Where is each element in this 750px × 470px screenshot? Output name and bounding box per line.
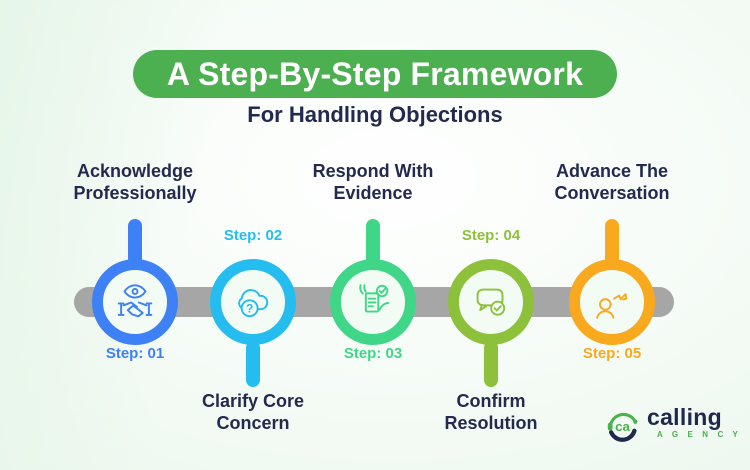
step-3-title: Respond With Evidence bbox=[312, 161, 434, 203]
step-4-title: Confirm Resolution bbox=[444, 391, 538, 433]
logo-name: calling bbox=[647, 404, 722, 430]
evidence-document-icon bbox=[359, 284, 390, 313]
step-2-title: Clarify Core Concern bbox=[201, 391, 305, 433]
step-1-title: Acknowledge Professionally bbox=[73, 161, 197, 203]
step-1-label: Step: 01 bbox=[105, 345, 165, 362]
step-2-label: Step: 02 bbox=[223, 227, 283, 244]
step-3-node bbox=[330, 259, 416, 345]
step-3-label: Step: 03 bbox=[343, 345, 403, 362]
step-5-title: Advance The Conversation bbox=[554, 161, 670, 203]
step-4-node bbox=[448, 259, 534, 345]
step-4-stem bbox=[484, 341, 498, 387]
calling-agency-logo: ca calling A G E N C Y bbox=[604, 406, 742, 446]
step-1-stem bbox=[128, 219, 142, 265]
logo-mark-icon: ca bbox=[607, 413, 638, 442]
page-title: A Step-By-Step Framework bbox=[166, 55, 584, 92]
header-pill: A Step-By-Step Framework bbox=[133, 50, 617, 98]
chat-check-icon bbox=[476, 288, 506, 316]
logo-subname: A G E N C Y bbox=[657, 430, 742, 439]
step-5-node bbox=[569, 259, 655, 345]
logo-text: calling A G E N C Y bbox=[647, 404, 742, 440]
step-2-node: ? bbox=[210, 259, 296, 345]
step-4-label: Step: 04 bbox=[461, 227, 521, 244]
step-1-node bbox=[92, 259, 178, 345]
advance-person-icon bbox=[596, 293, 628, 319]
page-subtitle: For Handling Objections bbox=[247, 102, 503, 127]
svg-text:?: ? bbox=[246, 301, 253, 315]
logo-monogram: ca bbox=[615, 419, 630, 434]
step-2-stem bbox=[246, 341, 260, 387]
eye-handshake-icon bbox=[117, 284, 153, 318]
step-5-label: Step: 05 bbox=[582, 345, 642, 362]
step-3-stem bbox=[366, 219, 380, 265]
question-cloud-icon: ? bbox=[238, 289, 269, 318]
step-5-stem bbox=[605, 219, 619, 265]
